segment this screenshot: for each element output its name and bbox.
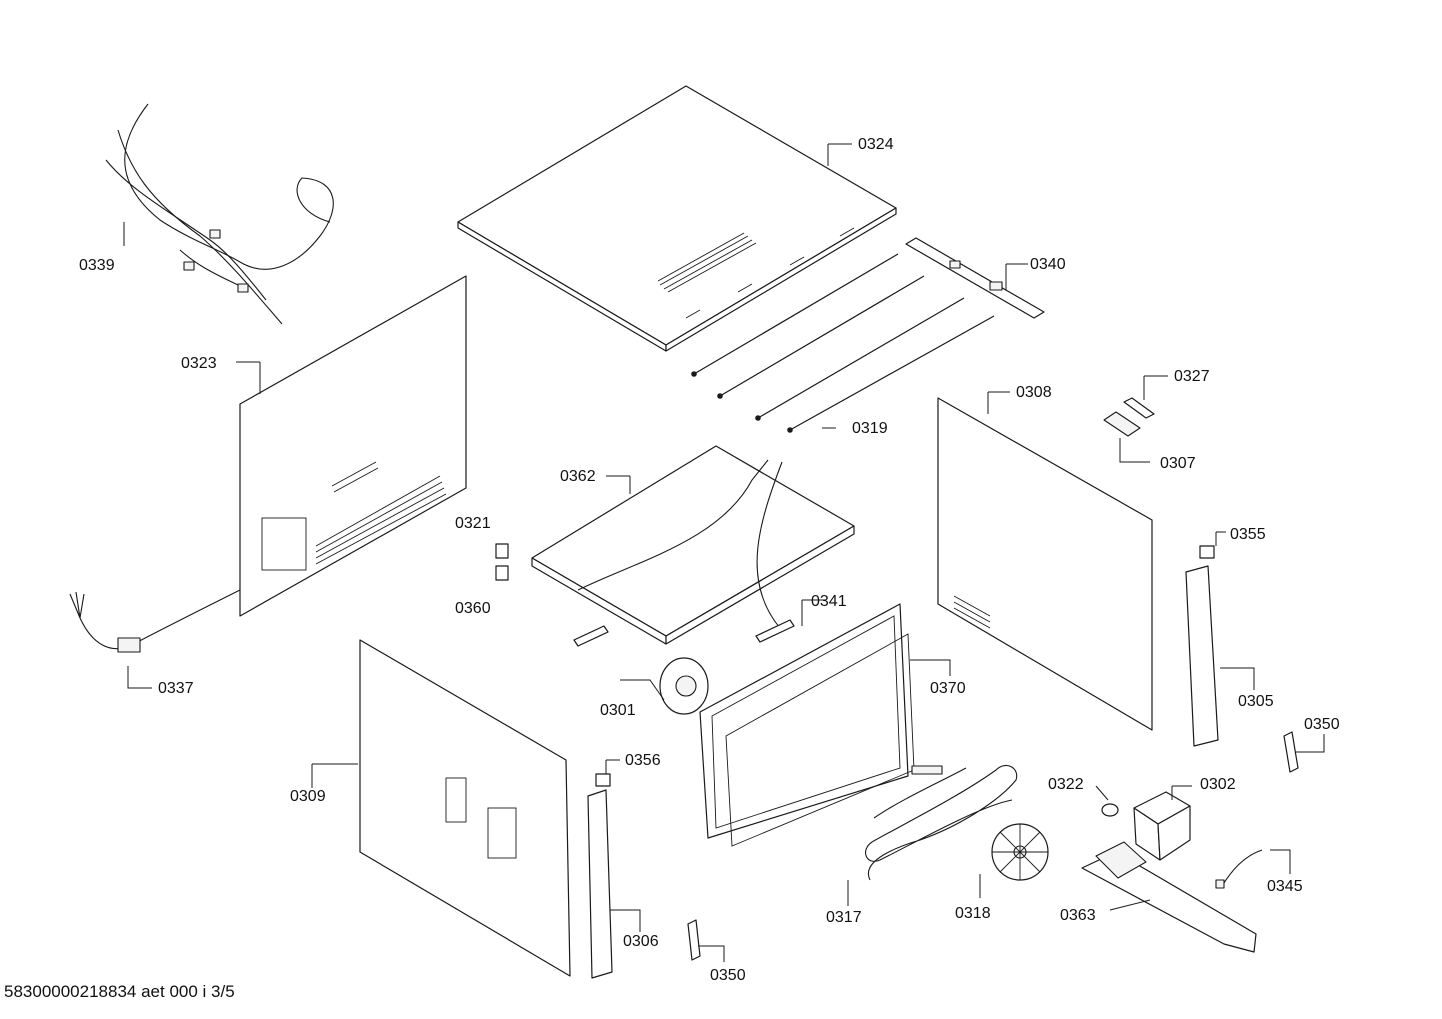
part-label: 0370 bbox=[930, 680, 966, 697]
part-label: 0363 bbox=[1060, 907, 1096, 924]
switch-small-part[interactable] bbox=[495, 543, 509, 559]
part-label: 0350 bbox=[1304, 716, 1340, 733]
part-label: 0309 bbox=[290, 788, 326, 805]
part-label: 0345 bbox=[1267, 878, 1303, 895]
part-label: 0305 bbox=[1238, 693, 1274, 710]
top-cover-part[interactable] bbox=[457, 85, 897, 352]
part-label: 0324 bbox=[858, 136, 894, 153]
part-label: 0355 bbox=[1230, 526, 1266, 543]
left-rail-part[interactable] bbox=[587, 789, 613, 979]
rail-stop-clip-2-part[interactable] bbox=[687, 919, 701, 961]
part-label: 0308 bbox=[1016, 384, 1052, 401]
power-cord-part[interactable] bbox=[69, 589, 241, 653]
part-label: 0362 bbox=[560, 468, 596, 485]
part-label: 0307 bbox=[1160, 455, 1196, 472]
part-label: 0341 bbox=[811, 593, 847, 610]
part-label: 0322 bbox=[1048, 776, 1084, 793]
part-label: 0301 bbox=[600, 702, 636, 719]
part-label: 0306 bbox=[623, 933, 659, 950]
part-labels: 0324 0340 0319 0339 0323 0337 0362 0321 … bbox=[79, 136, 1340, 984]
rail-stop-clip-part[interactable] bbox=[1283, 731, 1299, 773]
part-label: 0323 bbox=[181, 355, 217, 372]
part-label: 0360 bbox=[455, 600, 491, 617]
part-label: 0340 bbox=[1030, 256, 1066, 273]
bracket-small-part[interactable] bbox=[573, 619, 795, 647]
part-label: 0317 bbox=[826, 909, 862, 926]
heater-bracket-part[interactable] bbox=[905, 237, 1045, 319]
rear-panel-part[interactable] bbox=[239, 275, 467, 617]
door-frame-part[interactable] bbox=[699, 603, 915, 847]
right-rail-part[interactable] bbox=[1185, 565, 1219, 747]
switch-small-2-part[interactable] bbox=[495, 565, 509, 581]
cavity-top-part[interactable] bbox=[531, 445, 855, 645]
sensor-part[interactable] bbox=[1101, 803, 1119, 817]
left-side-panel-part[interactable] bbox=[359, 639, 571, 977]
part-label: 0350 bbox=[710, 967, 746, 984]
left-rail-clip-part[interactable] bbox=[595, 773, 611, 787]
drawing-id-footer: 58300000218834 aet 000 i 3/5 bbox=[4, 982, 235, 1001]
leader-lines bbox=[123, 143, 1325, 962]
part-label: 0319 bbox=[852, 420, 888, 437]
part-label: 0302 bbox=[1200, 776, 1236, 793]
pad-part[interactable] bbox=[1103, 411, 1141, 437]
fan-blade-part[interactable] bbox=[991, 823, 1049, 881]
clip-part[interactable] bbox=[1123, 397, 1155, 419]
probe-cable-part[interactable] bbox=[1215, 849, 1263, 889]
fan-motor-part[interactable] bbox=[659, 657, 709, 715]
part-label: 0327 bbox=[1174, 368, 1210, 385]
wiring-harness-part[interactable] bbox=[105, 103, 334, 325]
magnetron-bracket-part[interactable] bbox=[1081, 841, 1257, 953]
rail-clip-part[interactable] bbox=[1199, 545, 1215, 559]
part-label: 0339 bbox=[79, 257, 115, 274]
part-label: 0337 bbox=[158, 680, 194, 697]
transformer-part[interactable] bbox=[1133, 791, 1191, 861]
part-label: 0318 bbox=[955, 905, 991, 922]
part-label: 0356 bbox=[625, 752, 661, 769]
part-label: 0321 bbox=[455, 515, 491, 532]
right-side-panel-part[interactable] bbox=[937, 397, 1153, 731]
grill-heating-rods-part[interactable] bbox=[691, 253, 995, 433]
ring-heating-element-part[interactable] bbox=[865, 765, 1018, 881]
